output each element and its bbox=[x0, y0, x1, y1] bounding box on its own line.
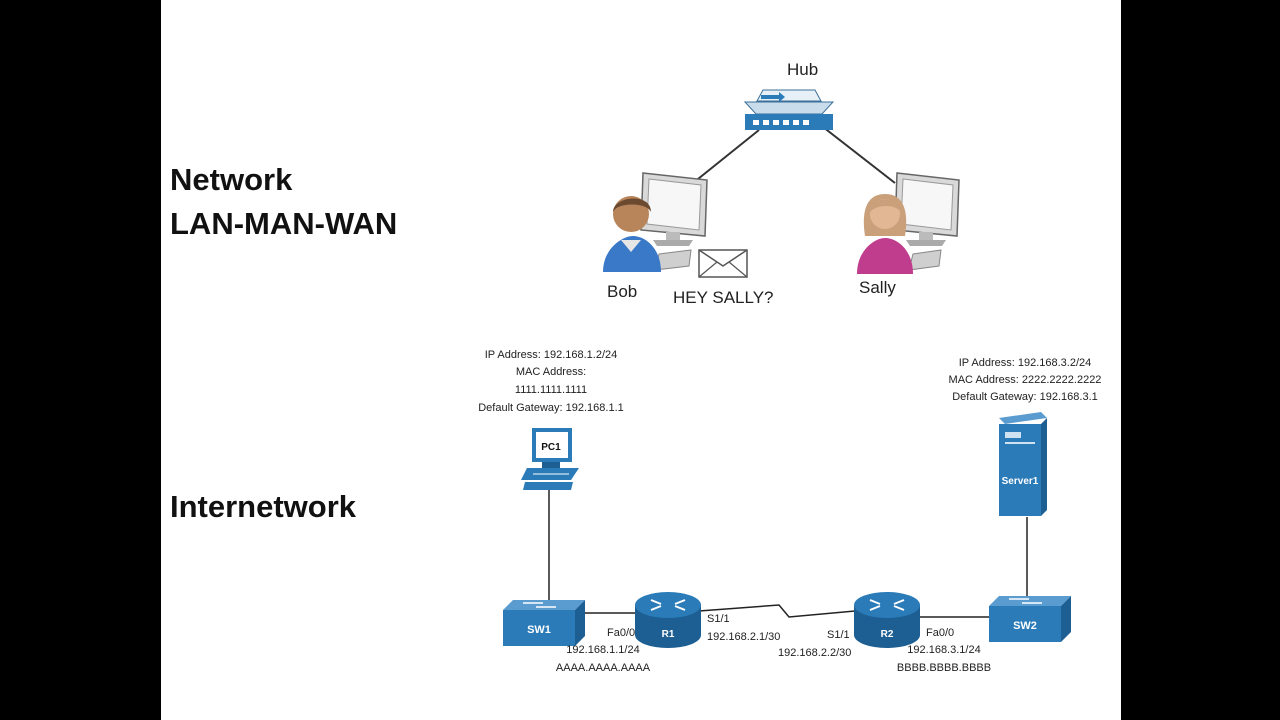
sw1-icon: SW1 bbox=[503, 600, 585, 646]
heading-internetwork: Internetwork bbox=[170, 489, 357, 524]
r2-serial-ip: 192.168.2.2/30 bbox=[778, 647, 852, 659]
r1-label: R1 bbox=[662, 629, 675, 640]
sw2-label: SW2 bbox=[1013, 620, 1037, 632]
envelope-icon bbox=[698, 249, 748, 278]
r2-label: R2 bbox=[881, 629, 894, 640]
server1-mac: MAC Address: 2222.2222.2222 bbox=[948, 374, 1102, 386]
hub-label: Hub bbox=[787, 60, 819, 79]
server1-ip: IP Address: 192.168.3.2/24 bbox=[958, 357, 1092, 369]
r1-fa-port: Fa0/0 bbox=[607, 627, 636, 639]
r2-serial-port: S1/1 bbox=[827, 629, 850, 641]
r1-fa-mac: AAAA.AAAA.AAAA bbox=[555, 662, 651, 674]
r1-serial-ip: 192.168.2.1/30 bbox=[707, 631, 781, 643]
server1-label: Server1 bbox=[1002, 476, 1039, 487]
pc1-ip: IP Address: 192.168.1.2/24 bbox=[484, 349, 618, 361]
pc1-gateway: Default Gateway: 192.168.1.1 bbox=[478, 402, 624, 414]
r1-icon: R1 bbox=[635, 592, 701, 648]
hub-icon bbox=[743, 89, 835, 130]
message-label: HEY SALLY? bbox=[673, 288, 774, 307]
hub-bob-cable bbox=[692, 129, 760, 184]
sw2-icon: SW2 bbox=[989, 596, 1071, 642]
slide: Network LAN-MAN-WAN Internetwork bbox=[161, 0, 1121, 720]
bob-label: Bob bbox=[607, 282, 638, 301]
pc1-label: PC1 bbox=[541, 442, 561, 453]
sally-person-icon bbox=[857, 194, 913, 274]
r2-icon: R2 bbox=[854, 592, 920, 648]
r1-fa-ip: 192.168.1.1/24 bbox=[566, 644, 640, 656]
r2-fa-port: Fa0/0 bbox=[926, 627, 955, 639]
server1-gateway: Default Gateway: 192.168.3.1 bbox=[952, 391, 1098, 403]
sally-computer-icon bbox=[894, 172, 960, 271]
hub-sally-cable bbox=[822, 126, 896, 184]
r2-fa-ip: 192.168.3.1/24 bbox=[907, 644, 981, 656]
r1-serial-port: S1/1 bbox=[707, 613, 730, 625]
pc1-mac: 1111.1111.1111 bbox=[514, 384, 588, 396]
r1-r2-serial-link bbox=[698, 604, 856, 618]
pc1-icon: PC1 bbox=[521, 428, 579, 490]
heading-lan-man-wan: LAN-MAN-WAN bbox=[170, 206, 398, 241]
pc1-mac-label: MAC Address: bbox=[515, 366, 587, 378]
bob-computer-icon bbox=[640, 172, 708, 271]
network-diagram: PC1 Server1 SW1 SW2 bbox=[503, 89, 1071, 648]
heading-network: Network bbox=[170, 162, 293, 197]
bob-person-icon bbox=[603, 196, 661, 272]
sw1-label: SW1 bbox=[527, 624, 551, 636]
server1-icon: Server1 bbox=[999, 412, 1047, 516]
r2-fa-mac: BBBB.BBBB.BBBB bbox=[896, 662, 992, 674]
sally-label: Sally bbox=[859, 278, 896, 297]
